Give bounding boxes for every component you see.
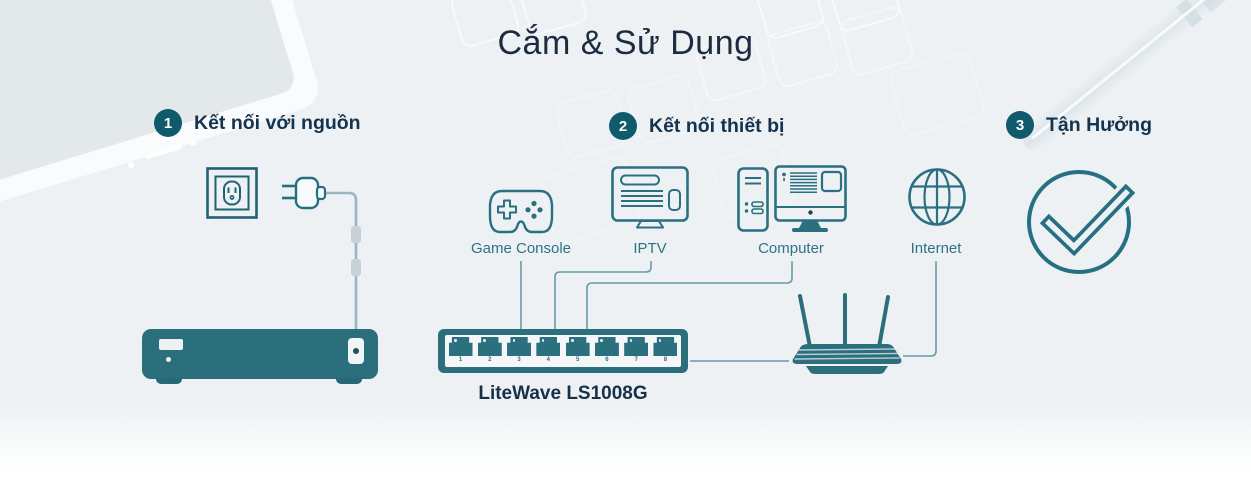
switch-side-illustration [142, 329, 378, 384]
ethernet-port: 8 [653, 337, 678, 367]
port-number: 4 [546, 357, 551, 363]
iptv-icon [611, 166, 689, 229]
port-shape [477, 337, 502, 356]
port-shape [565, 337, 590, 356]
port-shape [653, 337, 678, 356]
port-led [512, 339, 516, 342]
port-number: 3 [517, 357, 521, 363]
device-label-computer: Computer [758, 240, 824, 257]
cable-clip [351, 226, 361, 243]
ethernet-port: 5 [565, 337, 590, 367]
port-led [629, 339, 633, 342]
checkmark-circle-icon [1027, 170, 1141, 274]
computer-icon [737, 165, 847, 232]
port-led [571, 339, 574, 342]
step-1-badge: 1 [154, 109, 182, 137]
laptop-ghost-dot [128, 162, 134, 168]
ethernet-port: 6 [594, 337, 619, 367]
device-label-internet: Internet [910, 240, 962, 257]
switch-model-label: LiteWave LS1008G [478, 383, 648, 404]
step-2-badge: 2 [609, 112, 637, 140]
laptop-ghost-dot [190, 140, 196, 146]
switch-port-panel: 1 2 3 4 5 6 7 8 [445, 335, 681, 367]
ethernet-port: 3 [507, 337, 532, 367]
port-number: 6 [605, 357, 609, 363]
switch-power-pin [353, 348, 359, 354]
port-number: 7 [634, 357, 638, 363]
switch-foot [336, 378, 362, 384]
port-number: 8 [663, 357, 668, 363]
port-led [600, 339, 603, 342]
port-led [541, 339, 545, 342]
switch-power-port [348, 338, 364, 364]
port-led [483, 339, 486, 342]
port-led [454, 339, 457, 342]
game-console-icon [488, 189, 554, 234]
page-title: Cắm & Sử Dụng [497, 24, 754, 62]
switch-led [166, 357, 171, 362]
device-label-iptv: IPTV [633, 240, 667, 257]
port-shape [536, 337, 561, 356]
step-1-header: 1 Kết nối với nguồn [154, 109, 361, 137]
port-shape [507, 337, 532, 356]
port-led [658, 339, 662, 342]
cable-clip [351, 259, 361, 276]
internet-globe-icon [908, 168, 966, 226]
bottom-fade [0, 404, 1251, 479]
router-icon [792, 293, 902, 374]
port-shape [594, 337, 619, 356]
power-outlet-icon [206, 167, 258, 219]
port-number: 2 [488, 357, 492, 363]
ethernet-port: 2 [477, 337, 502, 367]
step-3-header: 3 Tận Hưởng [1006, 111, 1152, 139]
ethernet-port: 4 [536, 337, 561, 367]
switch-badge [159, 339, 183, 350]
step-2-header: 2 Kết nối thiết bị [609, 112, 784, 140]
ethernet-port: 7 [624, 337, 649, 367]
port-number: 1 [458, 357, 463, 363]
step-1-label: Kết nối với nguồn [194, 111, 361, 134]
port-number: 5 [575, 357, 580, 363]
device-label-game-console: Game Console [470, 240, 572, 257]
ethernet-port: 1 [448, 337, 473, 367]
switch-front-illustration: 1 2 3 4 5 6 7 8 [438, 329, 688, 373]
port-shape [448, 337, 473, 356]
step-3-badge: 3 [1006, 111, 1034, 139]
step-3-label: Tận Hưởng [1046, 113, 1152, 136]
power-plug-icon [282, 176, 361, 344]
step-2-label: Kết nối thiết bị [649, 114, 785, 137]
port-shape [624, 337, 649, 356]
switch-foot [156, 378, 182, 384]
